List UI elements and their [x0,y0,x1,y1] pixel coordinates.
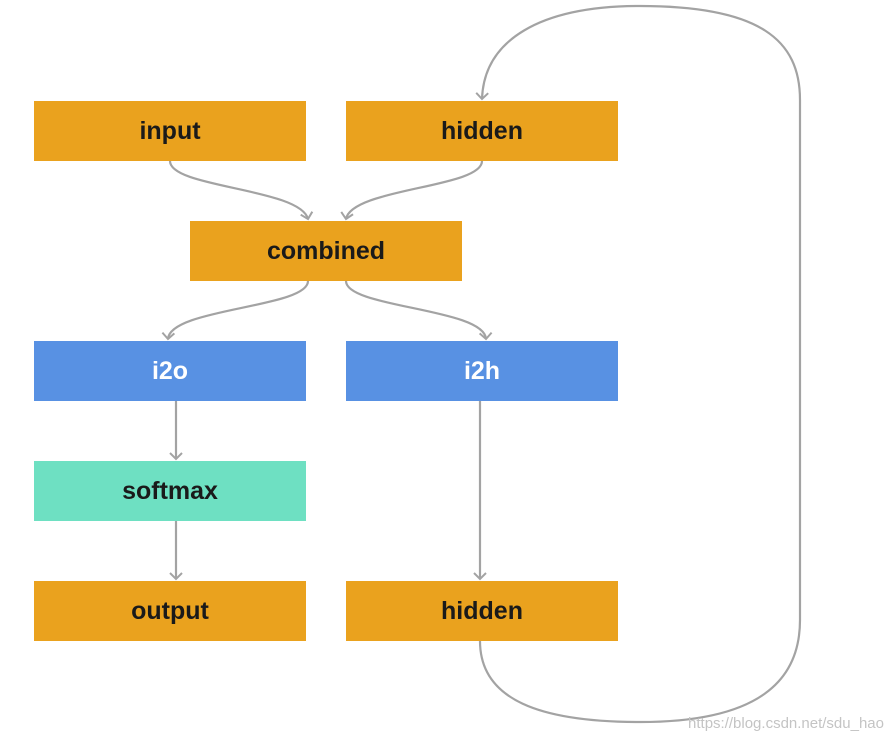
edge-combined-to-i2o [161,280,310,341]
node-input-label: input [139,116,201,145]
node-output: output [34,581,306,641]
node-combined-label: combined [266,236,386,265]
edge-input-to-combined [168,160,314,221]
node-combined: combined [190,221,462,281]
node-i2o-label: i2o [151,356,189,385]
node-output-label: output [131,596,209,625]
edge-hidden-loop-back [475,4,802,724]
edge-hidden-to-combined [340,160,484,221]
node-softmax-label: softmax [122,476,218,505]
node-hidden-output: hidden [346,581,618,641]
node-softmax: softmax [34,461,306,521]
node-i2h-label: i2h [463,356,501,385]
node-input: input [34,101,306,161]
node-hidden-label: hidden [441,116,523,145]
node-i2o: i2o [34,341,306,401]
watermark-text: https://blog.csdn.net/sdu_hao [688,715,884,732]
node-hidden: hidden [346,101,618,161]
edge-combined-to-i2h [344,280,493,341]
node-hidden-output-label: hidden [441,596,523,625]
node-i2h: i2h [346,341,618,401]
